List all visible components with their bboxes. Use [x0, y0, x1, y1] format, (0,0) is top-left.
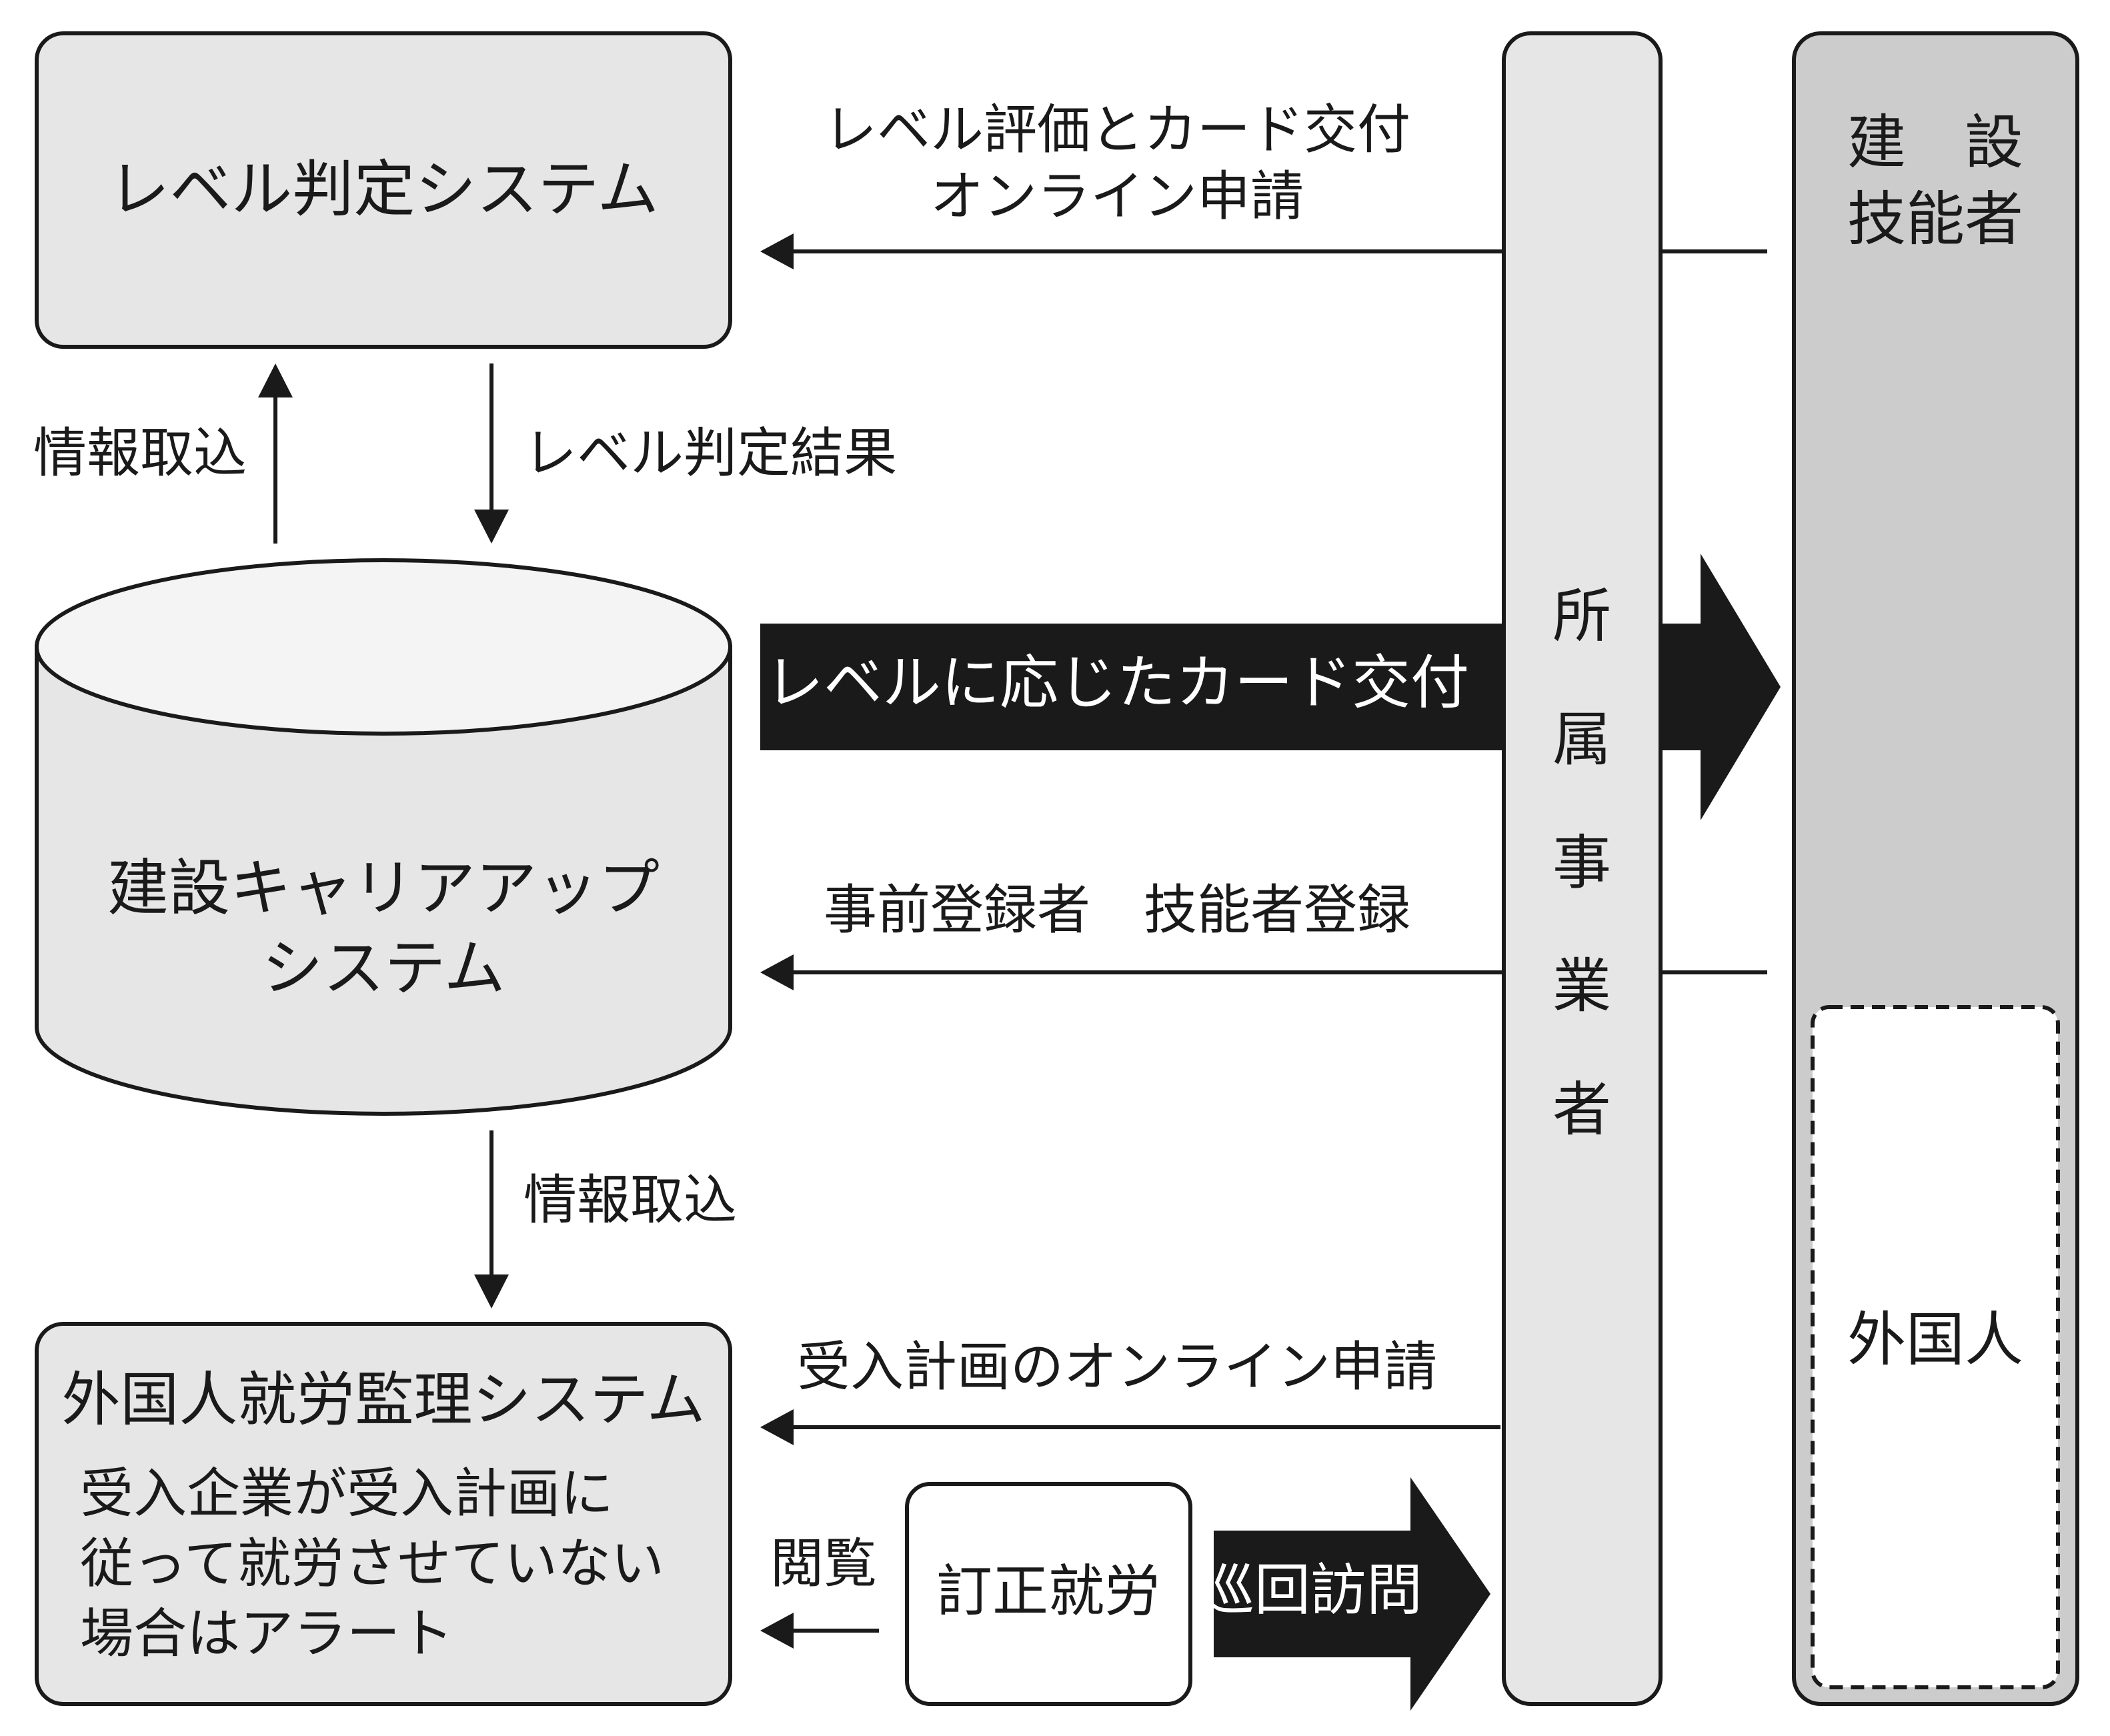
level-result-arrowhead: [474, 510, 509, 544]
info-import-up-label: 情報取込: [33, 422, 247, 484]
registration-label: 事前登録者 技能者登録: [824, 879, 1410, 941]
foreign-system-box: [35, 1322, 732, 1706]
registration-arrowhead: [760, 954, 794, 990]
foreign-system-note-line1: 受入企業が受入計画に: [80, 1463, 614, 1525]
browse-label: 閲覧: [770, 1533, 877, 1595]
affiliated-company-char-4: 業: [1552, 952, 1611, 1020]
info-import-up-arrowhead: [258, 363, 293, 397]
ccus-database-top: [35, 558, 732, 736]
foreigner-label: 外国人: [1847, 1305, 2023, 1374]
patrol-visit-label: 巡回訪問: [1198, 1557, 1422, 1623]
skilled-worker-label-line2: 技能者: [1847, 185, 2023, 253]
level-result-label: レベル判定結果: [523, 422, 897, 484]
skilled-worker-label-line1: 建 設: [1847, 108, 2023, 177]
level-application-arrowhead: [760, 233, 794, 269]
ccus-database-body: [35, 645, 732, 1116]
affiliated-company-column: [1502, 31, 1663, 1706]
affiliated-company-char-5: 者: [1552, 1075, 1611, 1144]
card-issue-label: レベルに応じたカード交付: [765, 648, 1469, 717]
level-application-label-line1: レベル評価とカード交付: [824, 99, 1410, 161]
affiliated-company-char-3: 事: [1552, 828, 1611, 897]
correction-work-label: 訂正就労: [936, 1559, 1160, 1624]
foreign-system-title: 外国人就労監理システム: [61, 1365, 705, 1434]
plan-application-arrowhead: [760, 1409, 794, 1445]
foreign-system-note-line3: 場合はアラート: [80, 1603, 453, 1665]
info-import-down-arrowhead: [474, 1274, 509, 1309]
plan-application-label: 受入計画のオンライン申請: [797, 1336, 1437, 1398]
level-system-box: [35, 31, 732, 349]
ccus-label-line1: 建設キャリアアップ: [107, 852, 660, 924]
ccus-label-line2: システム: [261, 932, 505, 1004]
foreign-system-note-line2: 従って就労させていない: [80, 1533, 664, 1595]
affiliated-company-char-1: 所: [1552, 582, 1611, 650]
info-import-down-label: 情報取込: [523, 1169, 737, 1231]
affiliated-company-char-2: 属: [1552, 705, 1611, 774]
foreigner-box: [1811, 1005, 2060, 1689]
patrol-visit-arrow: [1214, 1477, 1490, 1711]
level-system-label: レベル判定システム: [108, 153, 658, 225]
browse-arrowhead: [760, 1613, 794, 1649]
level-application-label-line2: オンライン申請: [930, 165, 1304, 227]
card-issue-arrow: [760, 554, 1781, 820]
correction-work-box: [905, 1482, 1192, 1706]
